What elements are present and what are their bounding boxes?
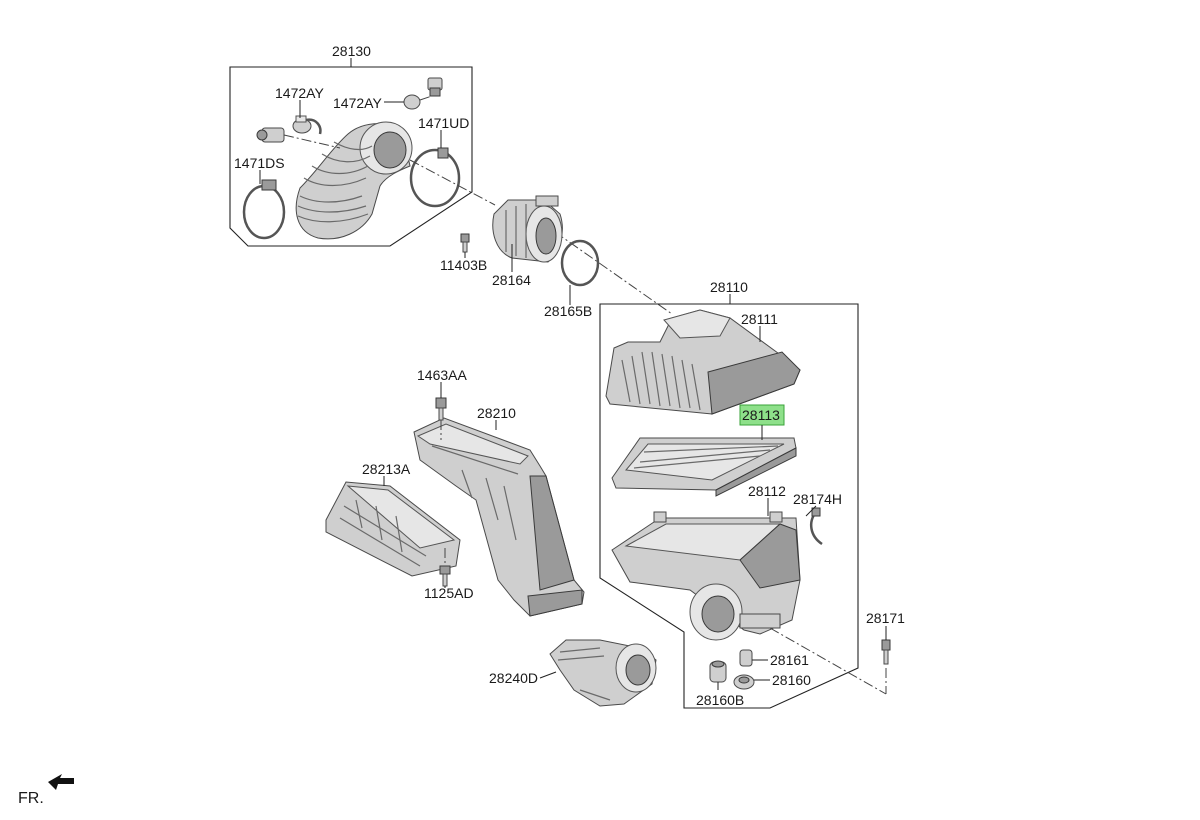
air-duct-28213A[interactable] (325, 481, 461, 577)
label-28210[interactable]: 28210 (477, 405, 516, 421)
front-label: FR. (18, 790, 44, 807)
grommet-28161[interactable] (739, 649, 753, 667)
air-cleaner-lower-case-28112[interactable] (611, 511, 801, 641)
air-cleaner-cover-28111[interactable] (605, 309, 801, 415)
label-28164[interactable]: 28164 (492, 272, 531, 288)
air-flow-sensor-28164[interactable] (492, 195, 563, 263)
label-28171[interactable]: 28171 (866, 610, 905, 626)
label-28240D[interactable]: 28240D (489, 670, 538, 686)
label-28112[interactable]: 28112 (748, 483, 786, 499)
label-28161[interactable]: 28161 (770, 652, 809, 668)
label-1472AY-left[interactable]: 1472AY (275, 85, 324, 101)
group-box-28110 (599, 303, 859, 709)
front-arrow-icon (48, 774, 74, 790)
clamp-1471UD[interactable] (409, 147, 461, 208)
label-1125AD[interactable]: 1125AD (424, 585, 474, 601)
label-28111[interactable]: 28111 (741, 311, 778, 327)
label-1471UD[interactable]: 1471UD (418, 115, 469, 131)
air-duct-28240D[interactable] (549, 639, 657, 707)
front-direction-indicator: FR. (18, 774, 74, 807)
o-ring-28165B[interactable] (560, 239, 600, 287)
label-28130[interactable]: 28130 (332, 43, 371, 59)
bolt-11403B[interactable] (460, 233, 470, 253)
label-28174H[interactable]: 28174H (793, 491, 842, 507)
intake-hose[interactable] (295, 121, 413, 240)
label-1472AY-right[interactable]: 1472AY (333, 95, 382, 111)
grommet-28160[interactable] (733, 674, 755, 690)
label-28165B[interactable]: 28165B (544, 303, 592, 319)
bolt-28171[interactable] (881, 639, 891, 665)
clamp-1471DS[interactable] (242, 179, 286, 240)
label-28113[interactable]: 28113 (742, 407, 780, 423)
hose-sensor[interactable] (256, 127, 341, 149)
group-box-28130 (229, 66, 473, 247)
clip-28174H[interactable] (809, 507, 823, 546)
label-28213A[interactable]: 28213A (362, 461, 411, 477)
label-1471DS[interactable]: 1471DS (234, 155, 285, 171)
clamp-1472AY-right[interactable] (403, 77, 443, 110)
label-28160[interactable]: 28160 (772, 672, 811, 688)
label-28110[interactable]: 28110 (710, 279, 748, 295)
label-1463AA[interactable]: 1463AA (417, 367, 467, 383)
air-duct-28210[interactable] (413, 417, 585, 617)
clamp-1472AY-left[interactable] (292, 115, 322, 135)
grommet-28160B[interactable] (709, 660, 727, 683)
label-11403B[interactable]: 11403B (440, 257, 487, 273)
air-filter-element-28113[interactable] (611, 437, 797, 497)
label-28160B[interactable]: 28160B (696, 692, 744, 708)
